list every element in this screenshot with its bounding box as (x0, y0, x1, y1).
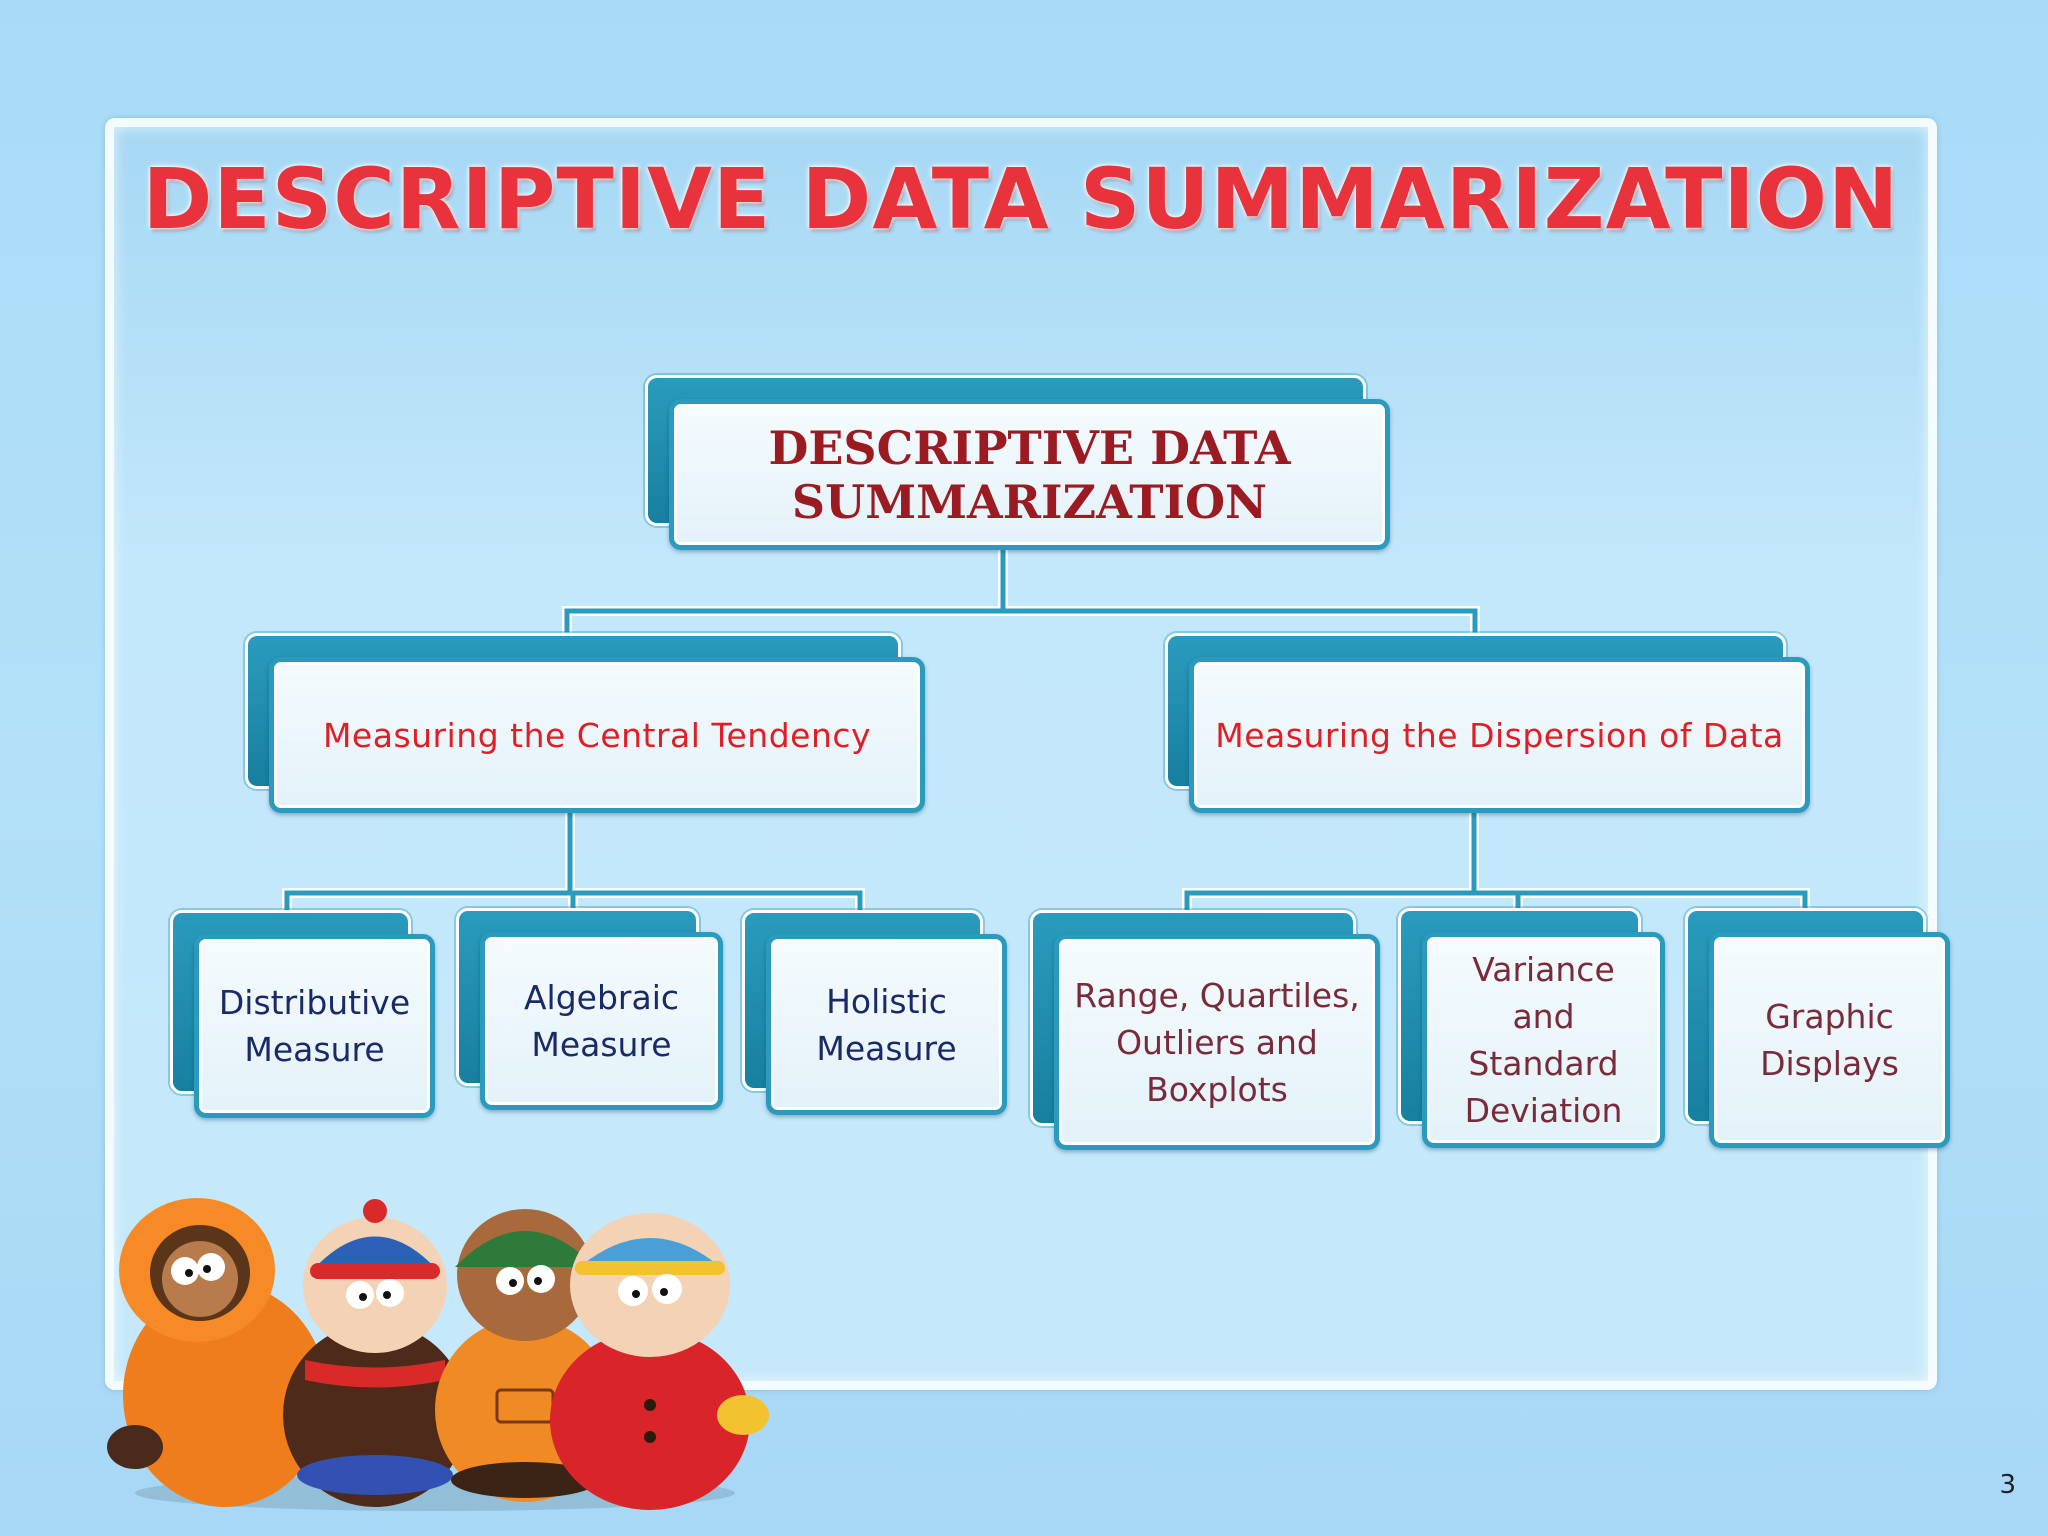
branch-node-dispersion: Measuring the Dispersion of Data (1165, 633, 1810, 813)
node-card: DESCRIPTIVE DATA SUMMARIZATION (669, 399, 1390, 550)
node-card: Graphic Displays (1709, 932, 1950, 1148)
plush-characters-image (107, 1198, 769, 1511)
leaf-label-line: and (1512, 997, 1575, 1036)
leaf-node-algebraic-measure: Algebraic Measure (456, 908, 723, 1110)
character-red-coat (550, 1213, 769, 1510)
character-orange-parka (107, 1198, 327, 1507)
node-card: Distributive Measure (194, 934, 435, 1118)
leaf-label-line: Holistic (826, 981, 947, 1021)
page-number: 3 (1999, 1470, 2016, 1500)
root-node: DESCRIPTIVE DATA SUMMARIZATION (645, 375, 1390, 550)
leaf-label-line: Graphic (1765, 997, 1894, 1036)
leaf-label-line: Measure (531, 1025, 672, 1064)
leaf-label-line: Deviation (1464, 1091, 1623, 1130)
node-card: Algebraic Measure (480, 932, 723, 1110)
leaf-node-holistic-measure: Holistic Measure (742, 910, 1007, 1115)
leaf-label-line: Measure (816, 1028, 957, 1068)
branch-label: Measuring the Dispersion of Data (1215, 715, 1784, 755)
root-label-line-1: DESCRIPTIVE DATA (768, 420, 1291, 475)
leaf-label-line: Range, Quartiles, (1074, 975, 1360, 1015)
branch-node-central-tendency: Measuring the Central Tendency (245, 633, 925, 813)
leaf-label-line: Distributive (218, 983, 411, 1022)
leaf-node-range-quartiles: Range, Quartiles, Outliers and Boxplots (1030, 910, 1380, 1150)
character-blue-hat (283, 1199, 467, 1507)
root-label-line-2: SUMMARIZATION (791, 474, 1268, 529)
slide-title: DESCRIPTIVE DATA SUMMARIZATION (142, 150, 1900, 248)
node-card: Measuring the Central Tendency (269, 657, 925, 813)
node-card: Variance and Standard Deviation (1422, 932, 1665, 1148)
leaf-label-line: Variance (1472, 950, 1615, 989)
character-green-hat (435, 1209, 615, 1502)
node-card: Range, Quartiles, Outliers and Boxplots (1054, 934, 1380, 1150)
leaf-label-line: Displays (1760, 1044, 1899, 1083)
leaf-label-line: Outliers and (1116, 1022, 1318, 1062)
leaf-node-variance-std-deviation: Variance and Standard Deviation (1398, 908, 1665, 1148)
node-card: Holistic Measure (766, 934, 1007, 1115)
node-card: Measuring the Dispersion of Data (1189, 657, 1810, 813)
leaf-node-distributive-measure: Distributive Measure (170, 910, 435, 1118)
leaf-label-line: Algebraic (523, 978, 680, 1017)
leaf-label-line: Boxplots (1146, 1069, 1288, 1109)
leaf-label-line: Standard (1468, 1044, 1619, 1083)
branch-label: Measuring the Central Tendency (322, 715, 872, 755)
leaf-label-line: Measure (244, 1030, 385, 1069)
leaf-node-graphic-displays: Graphic Displays (1685, 908, 1950, 1148)
